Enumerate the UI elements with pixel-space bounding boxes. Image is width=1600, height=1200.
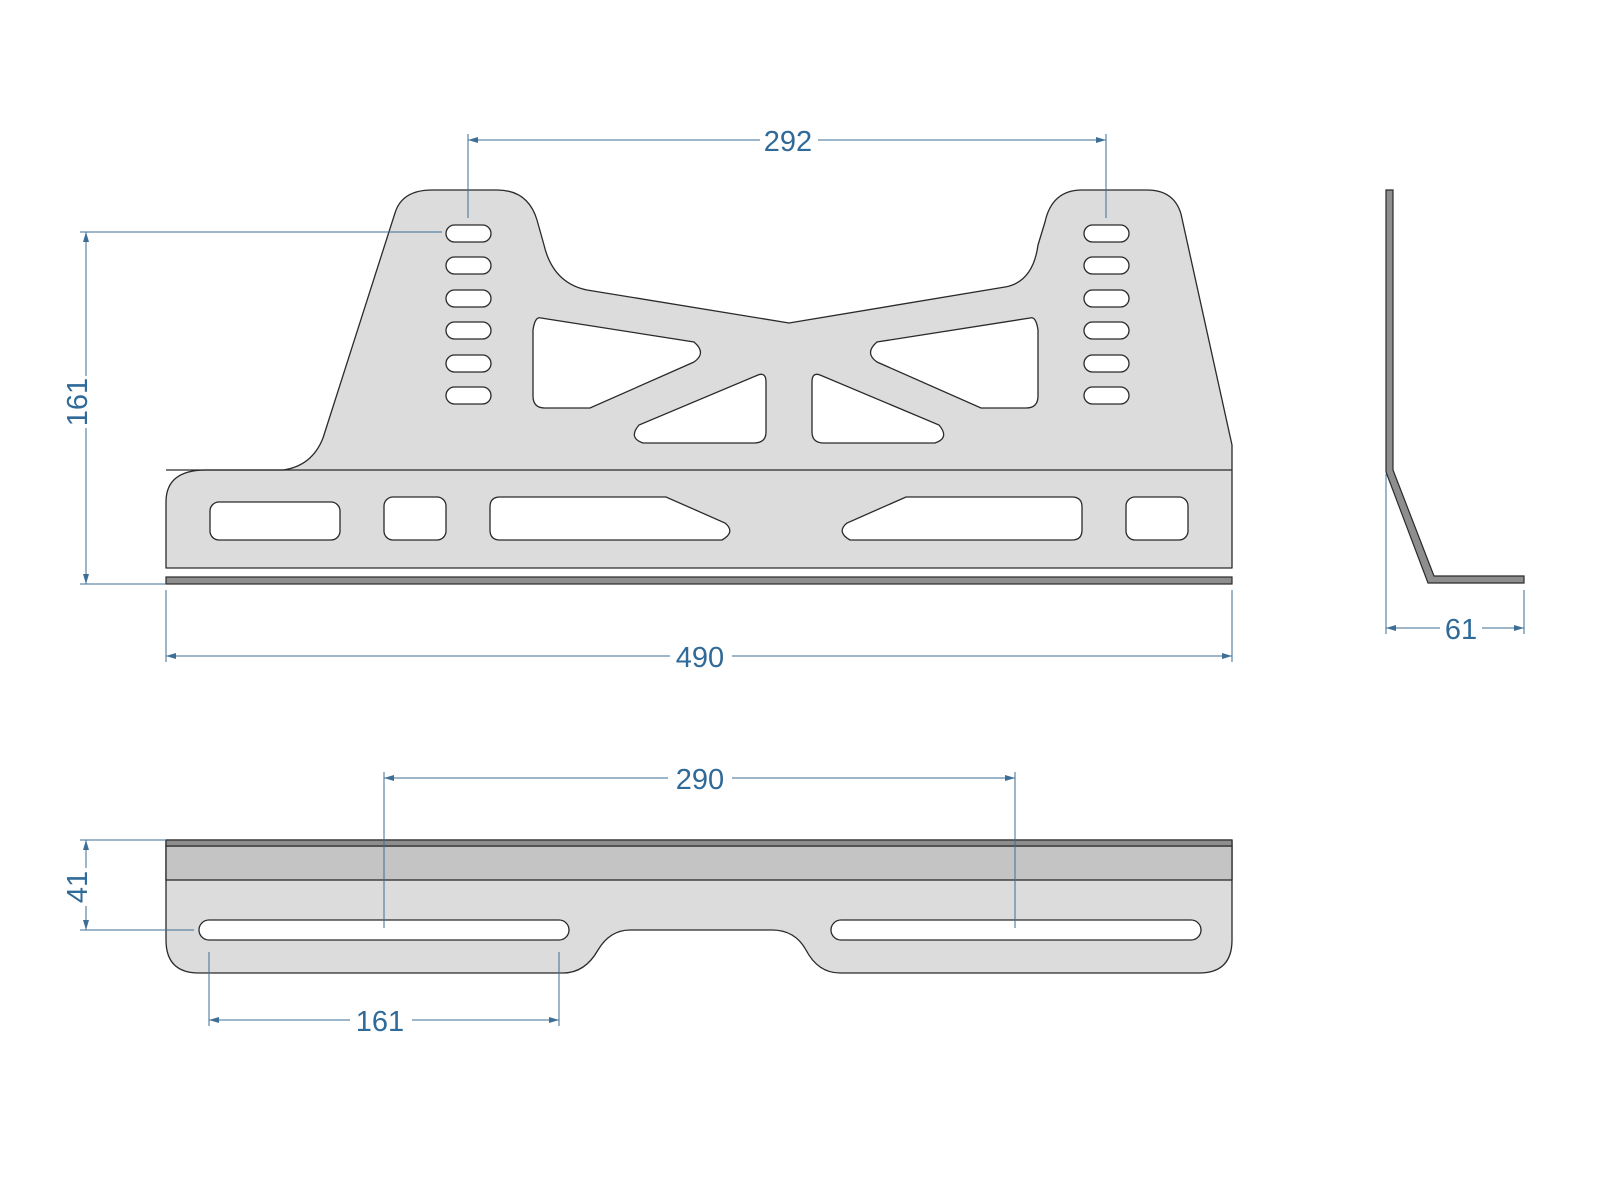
cutout-base-4 bbox=[841, 496, 1083, 541]
dim-label-61: 61 bbox=[1445, 614, 1477, 646]
adjustment-slot bbox=[445, 289, 492, 308]
dimension-161-height: 161 bbox=[62, 231, 442, 585]
dimension-490: 490 bbox=[165, 590, 1233, 674]
dimension-61: 61 bbox=[1385, 474, 1525, 646]
slot-column-right bbox=[1083, 224, 1130, 405]
side-plate-outline bbox=[165, 189, 1233, 569]
dim-label-161-slot: 161 bbox=[356, 1006, 404, 1038]
dimension-292: 292 bbox=[467, 126, 1107, 218]
adjustment-slot bbox=[445, 224, 492, 243]
dim-label-161-height: 161 bbox=[62, 378, 94, 426]
adjustment-slot bbox=[1083, 386, 1130, 405]
cutout-upper-right bbox=[869, 317, 1039, 409]
adjustment-slot bbox=[1083, 321, 1130, 340]
slot-column-left bbox=[445, 224, 492, 405]
dim-label-290: 290 bbox=[676, 764, 724, 796]
adjustment-slot bbox=[1083, 289, 1130, 308]
top-view bbox=[165, 839, 1233, 974]
cutout-base-1 bbox=[209, 501, 341, 541]
adjustment-slot bbox=[445, 256, 492, 275]
mount-slot-right bbox=[830, 919, 1202, 941]
flange-top-edge bbox=[165, 839, 1233, 847]
dimension-290: 290 bbox=[383, 764, 1016, 928]
cutout-base-3 bbox=[489, 496, 731, 541]
side-profile-view bbox=[1385, 189, 1525, 584]
cutout-lower-left bbox=[633, 373, 767, 444]
cutout-lower-right bbox=[811, 373, 945, 444]
dimension-41: 41 bbox=[62, 839, 194, 931]
adjustment-slot bbox=[445, 321, 492, 340]
adjustment-slot bbox=[445, 354, 492, 373]
adjustment-slot bbox=[1083, 224, 1130, 243]
adjustment-slot bbox=[445, 386, 492, 405]
front-view bbox=[165, 189, 1233, 585]
cutout-base-2 bbox=[383, 496, 447, 541]
adjustment-slot bbox=[1083, 354, 1130, 373]
dim-label-490: 490 bbox=[676, 642, 724, 674]
dim-label-41: 41 bbox=[62, 871, 94, 903]
dimension-161-slot: 161 bbox=[208, 952, 560, 1038]
adjustment-slot bbox=[1083, 256, 1130, 275]
profile-section bbox=[1385, 189, 1525, 584]
thickness-edge bbox=[165, 576, 1233, 585]
flange-bend-band bbox=[165, 845, 1233, 881]
cutout-upper-left bbox=[532, 317, 702, 409]
dim-label-292: 292 bbox=[764, 126, 812, 158]
cutout-base-5 bbox=[1125, 496, 1189, 541]
